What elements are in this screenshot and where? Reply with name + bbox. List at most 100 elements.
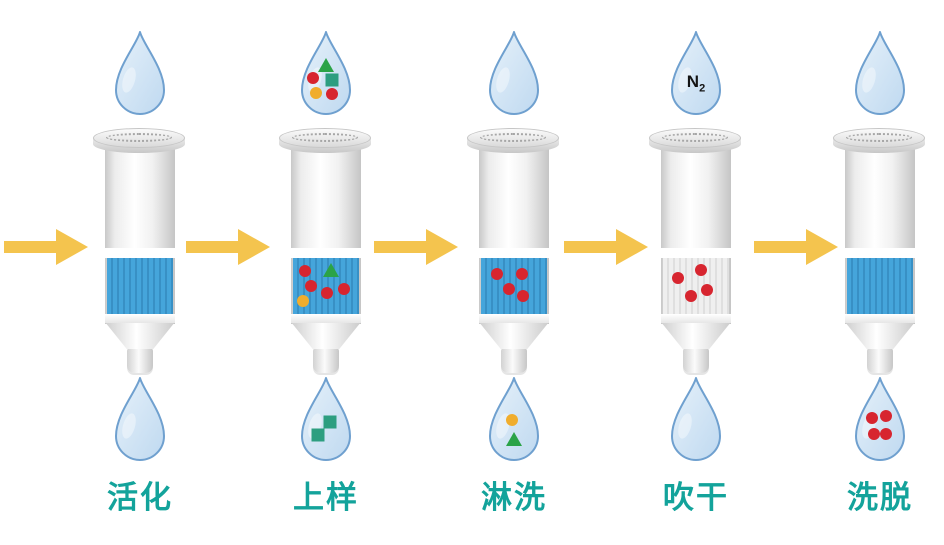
droplet-contents — [294, 376, 358, 468]
spe-cartridge — [648, 128, 744, 376]
red-circle-marker — [516, 289, 529, 302]
droplet-contents — [664, 376, 728, 468]
droplet-contents — [482, 30, 546, 122]
cartridge-outlet-tip — [127, 348, 153, 373]
bottom-droplet — [664, 376, 728, 468]
bottom-droplet — [108, 376, 172, 468]
cartridge-taper — [291, 322, 361, 349]
cartridge-flange-thread — [106, 133, 172, 142]
spe-cartridge — [92, 128, 188, 376]
frit-bottom — [479, 314, 549, 323]
red-circle-marker — [694, 264, 707, 277]
flow-arrow-icon — [564, 225, 648, 269]
bottom-droplet — [848, 376, 912, 468]
cartridge-outlet-tip — [501, 348, 527, 373]
sorbent-bed-contents — [293, 258, 359, 314]
cartridge-outlet-tip — [313, 348, 339, 373]
frit-top — [661, 248, 731, 258]
red-circle-marker — [866, 412, 879, 425]
sorbent-bed-contents — [481, 258, 547, 314]
green-triangle-marker — [322, 263, 339, 278]
red-circle-marker — [338, 282, 351, 295]
red-circle-marker — [671, 271, 684, 284]
yellow-circle-marker — [506, 414, 519, 427]
spe-step-2: 上样 — [246, 0, 406, 545]
flow-arrow-icon — [4, 225, 88, 269]
cartridge-taper — [479, 322, 549, 349]
cartridge-flange-thread — [480, 133, 546, 142]
droplet-contents — [294, 30, 358, 122]
spe-cartridge — [278, 128, 374, 376]
red-circle-marker — [701, 283, 714, 296]
step-label: 吹干 — [663, 480, 729, 515]
teal-square-marker — [311, 428, 325, 442]
spe-cartridge — [832, 128, 928, 376]
flow-arrow-icon — [186, 225, 270, 269]
yellow-circle-marker — [296, 294, 309, 307]
flow-arrow-icon — [564, 229, 648, 265]
step-label: 活化 — [107, 480, 173, 515]
sorbent-bed — [847, 258, 913, 314]
frit-top — [479, 248, 549, 258]
flow-arrow-icon — [374, 229, 458, 265]
teal-square-marker — [323, 415, 337, 429]
red-circle-marker — [880, 427, 893, 440]
droplet-contents — [108, 376, 172, 468]
sorbent-bed-contents — [847, 258, 913, 314]
frit-top — [845, 248, 915, 258]
flow-arrow-icon — [4, 229, 88, 265]
sorbent-bed — [107, 258, 173, 314]
droplet-contents — [848, 376, 912, 468]
spe-step-5: 洗脱 — [800, 0, 944, 545]
droplet-icon — [489, 31, 539, 115]
droplet-icon — [671, 377, 721, 461]
top-droplet — [848, 30, 912, 122]
spe-step-4: N2 吹干 — [616, 0, 776, 545]
frit-bottom — [105, 314, 175, 323]
red-circle-marker — [307, 71, 320, 84]
green-triangle-marker — [506, 431, 522, 446]
frit-top — [105, 248, 175, 258]
cartridge-flange-thread — [846, 133, 912, 142]
cartridge-outlet-tip — [683, 348, 709, 373]
green-triangle-marker — [318, 57, 334, 72]
frit-bottom — [291, 314, 361, 323]
droplet-icon — [671, 31, 721, 115]
droplet-contents — [664, 30, 728, 122]
flow-arrow-icon — [374, 225, 458, 269]
step-label: 上样 — [293, 480, 359, 515]
nitrogen-gas-label: N2 — [686, 72, 706, 95]
red-circle-marker — [867, 427, 880, 440]
flow-arrow-icon — [754, 225, 838, 269]
red-circle-marker — [685, 289, 698, 302]
droplet-icon — [855, 31, 905, 115]
red-circle-marker — [515, 267, 528, 280]
frit-bottom — [845, 314, 915, 323]
spe-cartridge — [466, 128, 562, 376]
cartridge-outlet-tip — [867, 348, 893, 373]
flow-arrow-icon — [186, 229, 270, 265]
cartridge-taper — [105, 322, 175, 349]
sorbent-bed-contents — [107, 258, 173, 314]
step-label: 淋洗 — [481, 480, 547, 515]
top-droplet — [294, 30, 358, 122]
red-circle-marker — [879, 410, 892, 423]
droplet-contents — [482, 376, 546, 468]
top-droplet: N2 — [664, 30, 728, 122]
frit-top — [291, 248, 361, 258]
step-label: 洗脱 — [847, 480, 913, 515]
bottom-droplet — [482, 376, 546, 468]
top-droplet — [482, 30, 546, 122]
cartridge-flange-thread — [662, 133, 728, 142]
cartridge-flange-thread — [292, 133, 358, 142]
yellow-circle-marker — [309, 86, 322, 99]
teal-square-marker — [325, 73, 339, 87]
droplet-icon — [115, 377, 165, 461]
spe-step-3: 淋洗 — [434, 0, 594, 545]
droplet-icon — [115, 31, 165, 115]
frit-bottom — [661, 314, 731, 323]
cartridge-taper — [845, 322, 915, 349]
droplet-contents — [108, 30, 172, 122]
red-circle-marker — [298, 265, 311, 278]
